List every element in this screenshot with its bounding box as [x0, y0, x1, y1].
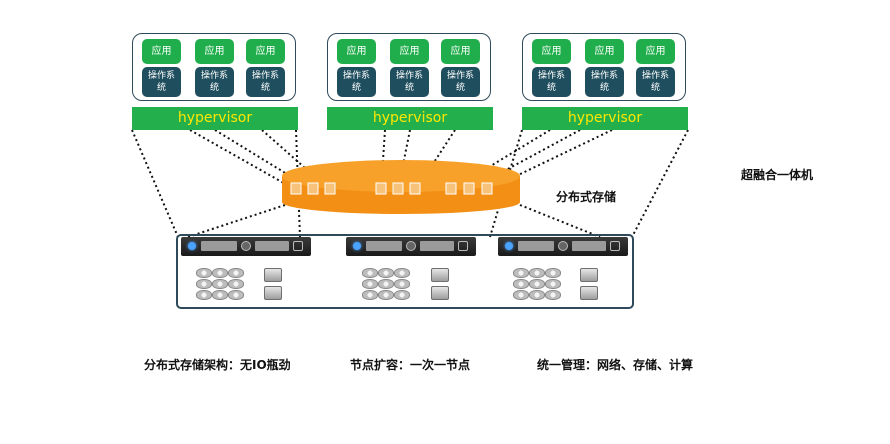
- ssd-icon: [264, 268, 284, 302]
- app-box: 应用: [390, 39, 429, 64]
- app-box: 应用: [532, 39, 571, 64]
- app-box: 应用: [246, 39, 285, 64]
- hdd-cluster-icon: [362, 268, 410, 302]
- hdd-cluster-icon: [513, 268, 561, 302]
- os-box: 操作系统: [532, 67, 571, 97]
- hypervisor-bar-1: hypervisor: [132, 107, 298, 130]
- distributed-storage-cylinder: [282, 160, 520, 214]
- server-icon: [346, 237, 476, 256]
- app-box: 应用: [441, 39, 480, 64]
- app-box: 应用: [195, 39, 234, 64]
- app-box: 应用: [585, 39, 624, 64]
- ssd-icon: [580, 268, 600, 302]
- os-box: 操作系统: [390, 67, 429, 97]
- vm-group-2: 应用 应用 应用 操作系统 操作系统 操作系统: [327, 33, 491, 101]
- hypervisor-bar-3: hypervisor: [522, 107, 688, 130]
- os-box: 操作系统: [246, 67, 285, 97]
- server-icon: [498, 237, 628, 256]
- server-icon: [181, 237, 311, 256]
- caption-node-expansion: 节点扩容：一次一节点: [350, 358, 471, 372]
- app-box: 应用: [142, 39, 181, 64]
- os-box: 操作系统: [142, 67, 181, 97]
- storage-label: 分布式存储: [556, 190, 617, 204]
- hdd-cluster-icon: [196, 268, 244, 302]
- caption-storage-architecture: 分布式存储架构：无IO瓶劲: [144, 358, 291, 372]
- app-box: 应用: [337, 39, 376, 64]
- os-box: 操作系统: [337, 67, 376, 97]
- os-box: 操作系统: [195, 67, 234, 97]
- caption-unified-management: 统一管理：网络、存储、计算: [537, 358, 694, 372]
- ssd-icon: [431, 268, 451, 302]
- vm-group-3: 应用 应用 应用 操作系统 操作系统 操作系统: [522, 33, 686, 101]
- os-box: 操作系统: [636, 67, 675, 97]
- diagram-title: 超融合一体机: [741, 168, 814, 182]
- vm-group-1: 应用 应用 应用 操作系统 操作系统 操作系统: [132, 33, 296, 101]
- server-frame: [176, 234, 634, 309]
- os-box: 操作系统: [585, 67, 624, 97]
- app-box: 应用: [636, 39, 675, 64]
- os-box: 操作系统: [441, 67, 480, 97]
- hypervisor-bar-2: hypervisor: [327, 107, 493, 130]
